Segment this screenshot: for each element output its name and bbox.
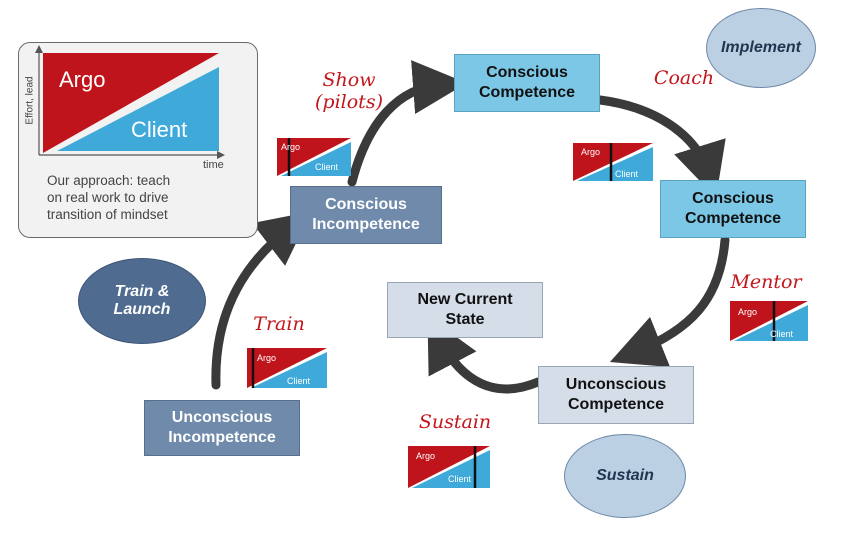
stage-conscious-competence-right: Conscious Competence (660, 180, 806, 238)
arrow-sustain (427, 316, 543, 394)
phase-sustain: Sustain (564, 434, 686, 518)
mini-chart-mentor-client-label: Client (770, 329, 794, 339)
legend-x-axis-arrowhead (217, 151, 225, 159)
mini-chart-show-argo-label: Argo (281, 142, 301, 152)
phase-train-launch: Train & Launch (78, 258, 206, 344)
mini-chart-mentor-graphic (730, 301, 808, 341)
mini-chart-sustain-argo-label: Argo (416, 451, 436, 461)
mini-chart-show: Argo Client (277, 138, 351, 176)
stage-unconscious-incompetence: Unconscious Incompetence (144, 400, 300, 456)
mini-chart-coach-client-area (577, 147, 653, 181)
action-mentor-label: Mentor (730, 271, 802, 293)
mini-chart-show-argo-area (277, 138, 351, 176)
phase-implement: Implement (706, 8, 816, 88)
legend-y-axis-label: Effort, lead (24, 76, 36, 125)
mini-chart-show-client-area (281, 142, 351, 176)
mini-chart-train-argo-area (247, 348, 327, 388)
legend-card: Argo Client Effort, lead time Our approa… (18, 42, 258, 238)
action-train-label: Train (253, 313, 305, 335)
arrow-coach (595, 95, 726, 198)
stage-conscious-incompetence: Conscious Incompetence (290, 186, 442, 244)
legend-argo-label: Argo (59, 67, 106, 92)
mini-chart-sustain-argo-area (408, 446, 490, 488)
legend-y-axis-arrowhead (35, 45, 43, 53)
arrow-train (211, 211, 312, 390)
mini-chart-coach: Argo Client (573, 143, 653, 181)
legend-client-label: Client (131, 117, 188, 142)
mini-chart-sustain: Argo Client (408, 446, 490, 488)
mini-chart-coach-argo-label: Argo (581, 147, 601, 157)
mini-chart-sustain-client-label: Client (448, 474, 472, 484)
mini-chart-show-graphic (277, 138, 351, 176)
mini-chart-show-client-label: Client (315, 162, 339, 172)
mini-chart-train-client-area (251, 352, 327, 388)
legend-x-axis-label: time (203, 159, 224, 171)
action-coach-label: Coach (653, 67, 715, 89)
mini-chart-sustain-graphic (408, 446, 490, 488)
action-show-label: Show (pilots) (315, 69, 383, 113)
mini-chart-train: Argo Client (247, 348, 327, 388)
arrow-show (347, 60, 467, 187)
mini-chart-coach-client-label: Client (615, 169, 639, 179)
mini-chart-coach-graphic (573, 143, 653, 181)
legend-argo-area (43, 53, 219, 153)
arrow-mentor (609, 235, 730, 368)
mini-chart-train-graphic (247, 348, 327, 388)
mini-chart-sustain-client-area (412, 450, 490, 488)
stage-unconscious-competence: Unconscious Competence (538, 366, 694, 424)
mini-chart-mentor-argo-area (730, 301, 808, 341)
legend-chart (35, 45, 225, 159)
mini-chart-train-argo-label: Argo (257, 353, 277, 363)
stage-conscious-competence-top: Conscious Competence (454, 54, 600, 112)
mini-chart-mentor-client-area (734, 305, 808, 341)
stage-new-current-state: New Current State (387, 282, 543, 338)
mini-chart-train-client-label: Client (287, 376, 311, 386)
mini-chart-coach-argo-area (573, 143, 653, 181)
mini-chart-mentor-argo-label: Argo (738, 307, 758, 317)
action-sustain-label: Sustain (418, 411, 492, 433)
legend-client-area (57, 67, 219, 151)
mini-chart-mentor: Argo Client (730, 301, 808, 341)
legend-caption: Our approach: teach on real work to driv… (47, 173, 171, 222)
